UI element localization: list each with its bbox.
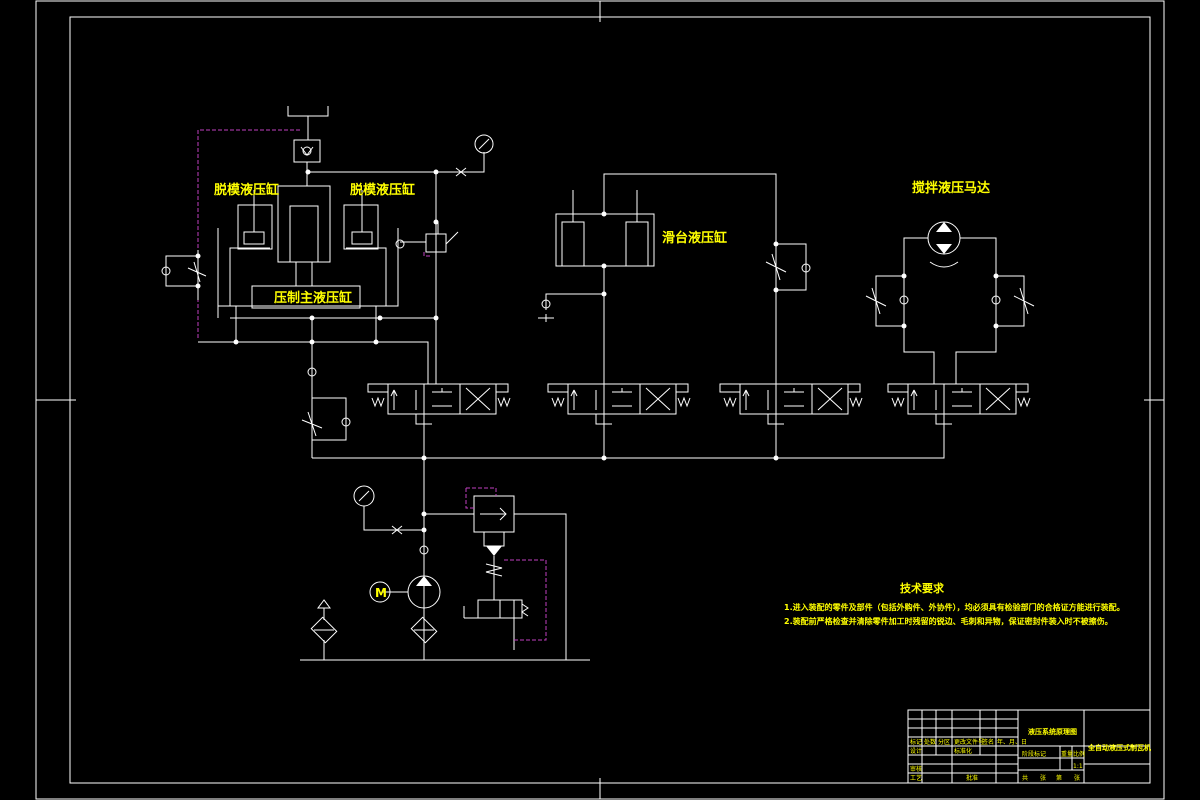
label-demold-right: 脱模液压缸 [350,182,415,198]
tb-sheets2: 张 [1074,774,1080,782]
drawing-frame [35,0,1165,800]
tb-standard: 标准化 [954,747,972,755]
tb-zone: 分区 [938,738,950,746]
tb-design: 设计 [910,747,922,755]
tb-weight: 重量 [1061,750,1073,758]
tb-process: 工艺 [910,774,922,782]
motor-symbol-label: M [375,586,387,600]
tb-count: 处数 [924,738,936,746]
tb-change-doc: 更改文件号 [954,738,984,746]
tb-review: 审核 [910,765,922,773]
tb-total: 共 [1022,774,1028,782]
technical-requirements: 技术要求 1.进入装配的零件及部件（包括外购件、外协件），均必须具有检验部门的合… [784,581,1125,626]
label-main-press: 压制主液压缸 [274,290,352,306]
tb-scale: 1:1 [1073,763,1083,770]
directional-valve [547,383,691,425]
directional-valve [887,383,1031,425]
directional-valve [719,383,863,425]
label-mixer-motor: 搅拌液压马达 [912,180,990,196]
title-block: 液压系统原理图 全自动液压式制瓦机 标记 处数 分区 更改文件号 签名 年、月、… [907,709,1151,784]
pump-station [300,485,590,661]
mixer-motor-group [865,221,1035,384]
directional-valves [367,383,1031,425]
label-clamp-cyl: 滑台液压缸 [662,230,727,246]
tech-req-title: 技术要求 [900,581,945,595]
tb-no: 第 [1056,774,1062,782]
tb-date: 年、月、日 [997,738,1027,746]
drawing-title: 液压系统原理图 [1028,727,1077,736]
tech-req-item-1: 1.进入装配的零件及部件（包括外购件、外协件），均必须具有检验部门的合格证方能进… [784,602,1125,612]
tb-mark: 标记 [910,738,922,746]
tb-approve: 批准 [966,774,978,782]
press-cylinder-group [161,106,494,458]
component-labels: 脱模液压缸 脱模液压缸 压制主液压缸 滑台液压缸 搅拌液压马达 M [214,180,990,600]
product-name: 全自动液压式制瓦机 [1087,743,1151,752]
label-demold-left: 脱模液压缸 [214,182,279,198]
directional-valve [367,383,511,425]
clamp-cylinder-group [538,173,811,384]
tb-stage: 阶段标记 [1022,750,1046,758]
tech-req-item-2: 2.装配前严格检查并清除零件加工时残留的锐边、毛刺和异物，保证密封件装入时不被擦… [784,616,1113,626]
tb-ratio: 比例 [1073,750,1085,758]
tb-sign: 签名 [982,738,994,746]
tb-sheets1: 张 [1040,774,1046,782]
